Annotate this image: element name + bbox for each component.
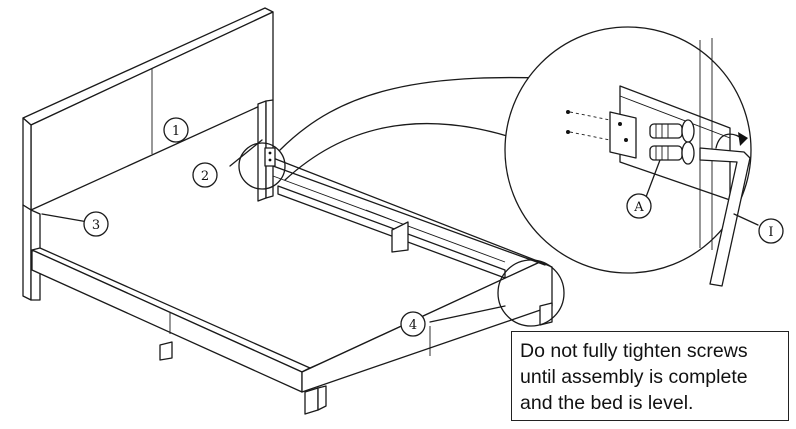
svg-text:2: 2 <box>201 169 209 184</box>
note-line-3: and the bed is level. <box>520 392 694 414</box>
leader-4 <box>429 305 506 323</box>
svg-text:3: 3 <box>92 218 100 233</box>
bed-frame <box>31 147 553 415</box>
svg-text:I: I <box>768 225 773 240</box>
detail-circle-head <box>238 142 286 190</box>
note-line-2: until assembly is complete <box>520 366 748 388</box>
leader-3 <box>41 213 89 223</box>
callout-a: A <box>626 193 652 219</box>
leader-2 <box>229 139 263 167</box>
callout-i: I <box>758 218 784 244</box>
note-line-1: Do not fully tighten screws <box>520 340 748 362</box>
svg-text:A: A <box>633 200 644 215</box>
callout-1: 1 <box>163 117 189 143</box>
callout-4: 4 <box>400 311 426 337</box>
leader-a <box>645 159 661 198</box>
callout-3: 3 <box>83 211 109 237</box>
detail-circle-foot <box>497 259 565 327</box>
leader-i <box>733 213 759 226</box>
assembly-note: Do not fully tighten screws until assemb… <box>511 331 789 421</box>
callout-2: 2 <box>192 162 218 188</box>
svg-text:1: 1 <box>172 124 180 139</box>
headboard <box>22 7 274 301</box>
zoom-detail <box>504 26 752 287</box>
svg-text:4: 4 <box>409 318 417 333</box>
